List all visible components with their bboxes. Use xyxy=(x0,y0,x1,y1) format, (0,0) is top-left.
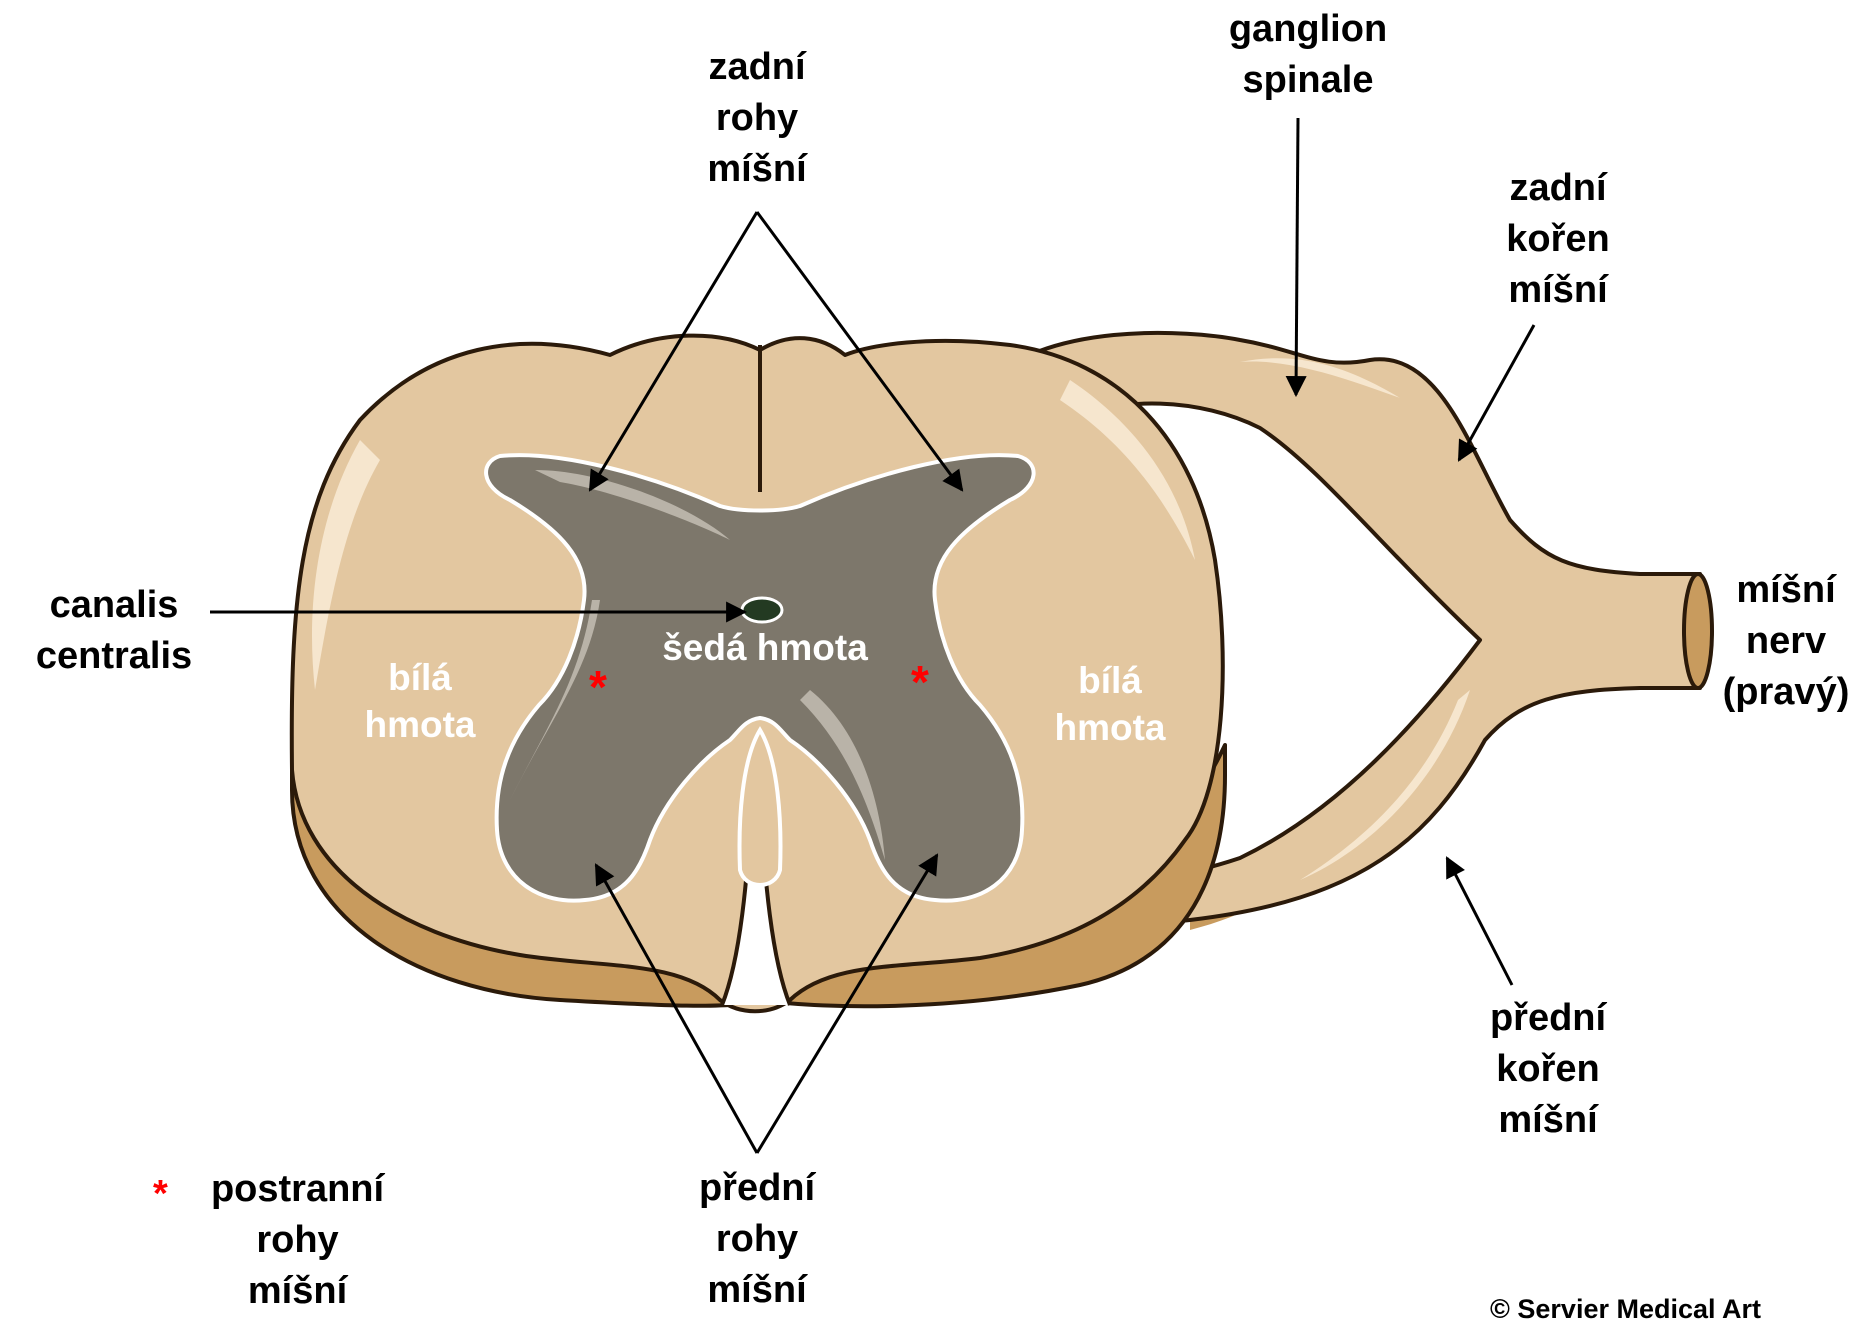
label-line: (pravý) xyxy=(1716,667,1856,718)
label-line: hmota xyxy=(1030,704,1190,751)
label-line: míšní xyxy=(190,1266,405,1317)
label-white-matter-right: bílá hmota xyxy=(1030,657,1190,751)
label-line: přední xyxy=(1448,993,1648,1044)
label-gray-matter: šedá hmota xyxy=(620,624,910,671)
lateral-horn-marker-left: * xyxy=(589,660,607,714)
label-white-matter-left: bílá hmota xyxy=(340,654,500,748)
label-line: míšní xyxy=(1458,265,1658,316)
legend-lateral-horns: postranní rohy míšní xyxy=(190,1164,405,1317)
label-line: hmota xyxy=(340,701,500,748)
label-line: kořen xyxy=(1458,214,1658,265)
nerve-cut-end xyxy=(1684,574,1712,688)
label-line: canalis xyxy=(14,580,214,631)
label-line: ganglion xyxy=(1188,4,1428,55)
lateral-horn-marker-right: * xyxy=(911,655,929,709)
label-line: míšní xyxy=(1716,565,1856,616)
label-spinal-nerve: míšní nerv (pravý) xyxy=(1716,565,1856,718)
label-posterior-horns: zadní rohy míšní xyxy=(657,42,857,195)
label-line: kořen xyxy=(1448,1044,1648,1095)
legend-marker: * xyxy=(153,1173,168,1216)
label-line: rohy xyxy=(190,1215,405,1266)
label-line: zadní xyxy=(1458,163,1658,214)
label-posterior-root: zadní kořen míšní xyxy=(1458,163,1658,316)
label-anterior-root: přední kořen míšní xyxy=(1448,993,1648,1146)
arrow-posterior-root xyxy=(1459,325,1534,460)
label-line: bílá xyxy=(1030,657,1190,704)
label-line: rohy xyxy=(657,93,857,144)
copyright-notice: © Servier Medical Art xyxy=(1490,1294,1761,1321)
label-line: zadní xyxy=(657,42,857,93)
label-central-canal: canalis centralis xyxy=(14,580,214,682)
label-line: míšní xyxy=(1448,1095,1648,1146)
label-line: centralis xyxy=(14,631,214,682)
label-line: postranní xyxy=(190,1164,405,1215)
label-line: rohy xyxy=(657,1214,857,1265)
label-anterior-horns: přední rohy míšní xyxy=(657,1163,857,1316)
central-canal xyxy=(742,598,782,622)
label-line: bílá xyxy=(340,654,500,701)
label-line: nerv xyxy=(1716,616,1856,667)
label-line: míšní xyxy=(657,144,857,195)
label-spinal-ganglion: ganglion spinale xyxy=(1188,4,1428,106)
gray-matter xyxy=(486,455,1034,901)
label-line: míšní xyxy=(657,1265,857,1316)
arrow-anterior-root xyxy=(1447,858,1512,985)
label-line: přední xyxy=(657,1163,857,1214)
arrow-ganglion xyxy=(1296,118,1298,395)
label-line: spinale xyxy=(1188,55,1428,106)
